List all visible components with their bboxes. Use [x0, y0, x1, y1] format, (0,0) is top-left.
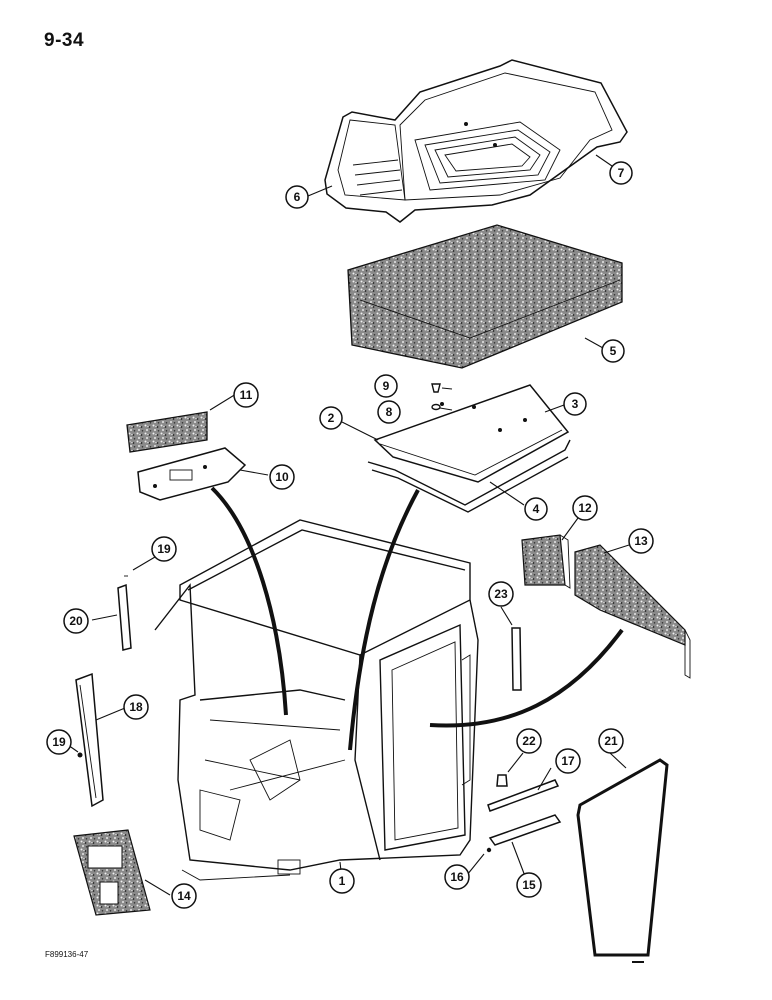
floor-mat-part	[324, 59, 628, 223]
callout-20: 20	[63, 608, 89, 634]
callout-7: 7	[609, 161, 633, 185]
svg-text:10: 10	[275, 470, 289, 484]
callout-16: 16	[444, 864, 470, 890]
callout-22: 22	[516, 728, 542, 754]
strip-part-15	[488, 814, 562, 846]
svg-text:23: 23	[494, 587, 508, 601]
gasket-part	[367, 439, 571, 513]
knob-part-22	[496, 774, 508, 787]
leader-17	[537, 767, 552, 791]
callout-18: 18	[123, 694, 149, 720]
leader-2	[341, 421, 379, 441]
leader-22	[507, 752, 524, 773]
svg-text:15: 15	[522, 878, 536, 892]
callout-14: 14	[171, 883, 197, 909]
svg-text:8: 8	[386, 405, 393, 419]
callout-10: 10	[269, 464, 295, 490]
callout-15: 15	[516, 872, 542, 898]
pillar-cover-20	[117, 575, 132, 651]
bolt-washer-part	[431, 383, 441, 411]
svg-text:17: 17	[561, 754, 575, 768]
svg-text:16: 16	[450, 870, 464, 884]
strip-part-23	[511, 627, 522, 691]
svg-text:3: 3	[572, 397, 579, 411]
svg-text:12: 12	[578, 501, 592, 515]
callout-13: 13	[628, 528, 654, 554]
svg-text:14: 14	[177, 889, 191, 903]
leader-20	[91, 614, 118, 621]
leader-8	[439, 407, 453, 411]
callout-group: 6 7 5 9 8 2 3 4 11 10 12 13 19 20 23 18 …	[46, 161, 654, 909]
callout-23: 23	[488, 581, 514, 607]
svg-text:9: 9	[383, 379, 390, 393]
callout-19-upper: 19	[151, 536, 177, 562]
svg-text:19: 19	[52, 735, 66, 749]
leader-lines	[67, 154, 630, 896]
callout-6: 6	[285, 185, 309, 209]
insulation-pad-11	[126, 411, 208, 453]
screw-19-lower	[77, 752, 83, 758]
svg-text:22: 22	[522, 734, 536, 748]
panel-10	[137, 447, 247, 501]
svg-text:5: 5	[610, 344, 617, 358]
hose-right	[429, 628, 624, 728]
svg-text:7: 7	[618, 166, 625, 180]
svg-text:4: 4	[533, 502, 540, 516]
svg-text:6: 6	[294, 190, 301, 204]
leader-13	[603, 544, 630, 554]
figure-code: F899136-47	[45, 950, 89, 959]
leader-5	[584, 337, 604, 349]
leader-21	[609, 752, 627, 769]
leader-18	[95, 707, 126, 721]
svg-text:13: 13	[634, 534, 648, 548]
long-strip-18	[75, 672, 104, 808]
leader-23	[500, 606, 513, 626]
callout-4: 4	[524, 497, 548, 521]
hose-center	[348, 489, 420, 751]
leader-9	[441, 387, 453, 390]
leader-7	[595, 154, 613, 167]
insulation-pad-12	[521, 534, 571, 589]
leader-11	[209, 393, 237, 411]
rear-panel-14	[73, 829, 151, 916]
svg-text:11: 11	[240, 388, 253, 402]
window-glass-21	[576, 758, 669, 957]
cab-frame-part	[154, 519, 479, 881]
floor-insulation-part	[347, 224, 623, 369]
svg-text:18: 18	[129, 700, 143, 714]
svg-text:19: 19	[157, 542, 171, 556]
leader-4	[489, 481, 525, 506]
cover-plate-part	[373, 384, 570, 483]
leader-16	[466, 853, 485, 876]
callout-11: 11	[233, 382, 259, 408]
page-number: 9-34	[44, 30, 85, 51]
callout-1: 1	[329, 868, 355, 894]
svg-text:21: 21	[604, 734, 618, 748]
callout-8: 8	[377, 400, 401, 424]
callout-12: 12	[572, 495, 598, 521]
leader-19-upper	[132, 556, 156, 571]
leader-14	[144, 879, 171, 896]
hose-left	[210, 486, 288, 716]
leader-3	[544, 404, 565, 413]
leader-10	[239, 469, 269, 476]
svg-text:1: 1	[339, 874, 346, 888]
callout-9: 9	[374, 374, 398, 398]
callout-17: 17	[555, 748, 581, 774]
insulation-panel-13	[574, 544, 691, 679]
svg-text:20: 20	[69, 614, 83, 628]
svg-text:2: 2	[328, 411, 335, 425]
callout-21: 21	[598, 728, 624, 754]
screw-16	[486, 847, 492, 853]
callout-19-lower: 19	[46, 729, 72, 755]
leader-12	[561, 517, 579, 541]
leader-6	[307, 185, 333, 197]
callout-5: 5	[601, 339, 625, 363]
callout-2: 2	[319, 406, 343, 430]
callout-3: 3	[563, 392, 587, 416]
strip-part-17	[487, 779, 560, 812]
